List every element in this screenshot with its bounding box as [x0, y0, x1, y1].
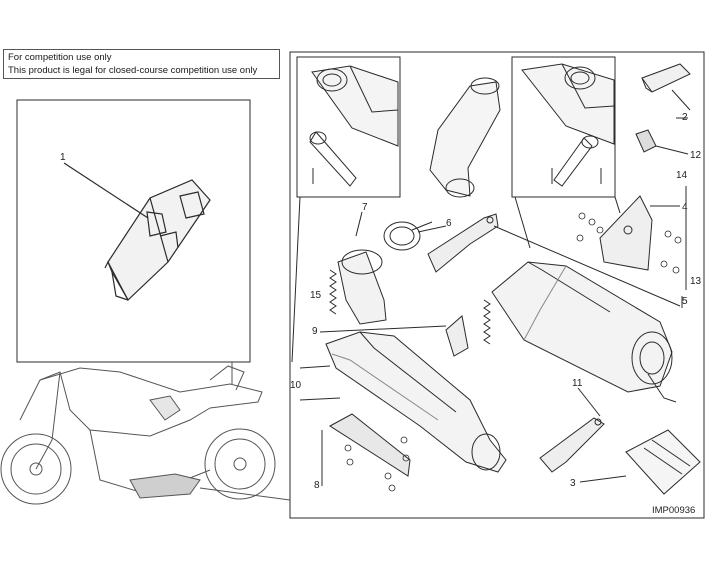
mount-bracket-drawing [319, 213, 681, 357]
image-code: IMP00936 [652, 505, 695, 516]
part-3-kit-drawing [579, 429, 701, 495]
notice-line-1: For competition use only [8, 52, 112, 63]
callout-5: 5 [682, 296, 688, 307]
main-assembly-frame [289, 51, 705, 519]
header-pipe-drawing [337, 77, 501, 325]
right-clamp-inset-drawing [521, 63, 615, 187]
callout-9: 9 [312, 326, 318, 337]
callout-12: 12 [690, 150, 702, 161]
callout-13: 13 [690, 276, 702, 287]
part-12-connector-drawing [635, 129, 689, 155]
motorcycle-drawing [0, 362, 291, 505]
callout-15: 15 [310, 290, 322, 301]
callout-7: 7 [362, 202, 368, 213]
callout-3: 3 [570, 478, 576, 489]
callout-1: 1 [60, 152, 66, 163]
notice-line-2: This product is legal for closed-course … [8, 65, 258, 76]
part-2-cap-drawing [641, 63, 691, 111]
control-unit-drawing [63, 162, 211, 301]
callout-14: 14 [676, 170, 688, 181]
inset-left-clamp [296, 56, 401, 198]
part-11-bracket-drawing [539, 387, 605, 473]
callout-6: 6 [446, 218, 452, 229]
part-4-heat-shield-drawing [576, 186, 687, 290]
callout-10: 10 [290, 380, 302, 391]
upper-silencer-drawing [491, 261, 677, 403]
callout-2: 2 [682, 112, 688, 123]
inset-right-clamp [511, 56, 616, 198]
springs-drawing [329, 269, 491, 345]
callout-8: 8 [314, 480, 320, 491]
callout-11: 11 [572, 378, 583, 389]
left-clamp-inset-drawing [309, 65, 399, 187]
detail-box-control-unit [16, 99, 251, 363]
callout-4: 4 [682, 202, 688, 213]
part-8-guard-drawing [321, 413, 411, 492]
lower-silencer-drawing [299, 331, 507, 473]
competition-notice: For competition use only This product is… [3, 49, 280, 79]
